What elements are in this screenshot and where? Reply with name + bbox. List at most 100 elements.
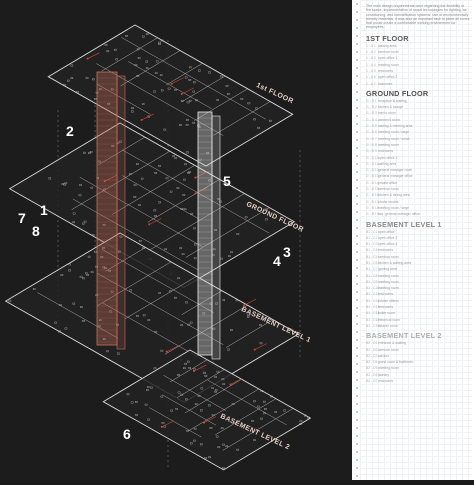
furniture-mark	[167, 87, 171, 90]
legend-item: B1 - C14 boiler room	[366, 310, 470, 316]
furniture-mark	[169, 190, 173, 193]
furniture-mark	[193, 227, 196, 230]
annotation-dot	[243, 304, 246, 307]
furniture-mark	[61, 183, 65, 185]
legend-item-code: B1 - C1	[366, 229, 378, 234]
furniture-mark	[72, 302, 76, 305]
furniture-mark	[184, 362, 187, 365]
legend-item-code: 1 - A 1	[366, 43, 376, 48]
wall-line	[207, 379, 287, 426]
legend-item-label: restrooms	[377, 305, 394, 310]
furniture-mark	[188, 66, 192, 69]
furniture-mark	[98, 319, 102, 322]
furniture-mark	[117, 250, 121, 253]
furniture-mark	[253, 118, 256, 121]
legend-item-code: G - B 4	[366, 117, 377, 122]
legend-item: B1 - C11 restrooms	[366, 291, 470, 297]
furniture-mark	[208, 456, 211, 459]
furniture-mark	[154, 172, 157, 174]
wall-line	[79, 176, 203, 247]
furniture-mark	[158, 292, 161, 294]
furniture-mark	[141, 35, 145, 38]
legend-item-code: 1 - A 2	[366, 50, 376, 55]
furniture-mark	[160, 395, 164, 398]
legend-item: G - B 6 meeting room / large	[366, 129, 470, 135]
legend-item-label: meeting room	[377, 286, 399, 291]
legend-item: G - B 7 meeting room / small	[366, 136, 470, 142]
wall-line	[194, 88, 248, 121]
furniture-mark	[146, 389, 149, 391]
legend-item-code: B2 - D6	[366, 372, 378, 377]
annotation-leader	[161, 420, 174, 428]
annotation-dot	[103, 180, 106, 183]
legend-item-label: meeting room / large	[377, 130, 410, 135]
furniture-mark	[197, 124, 200, 127]
annotation-dot	[140, 119, 143, 122]
furniture-mark	[230, 329, 233, 331]
legend-item-code: G - B 15	[366, 187, 379, 192]
furniture-mark	[59, 304, 62, 306]
legend-item-label: private office	[377, 180, 398, 185]
furniture-mark	[220, 257, 223, 260]
legend-item-code: B1 - C4	[366, 248, 378, 253]
legend-item-label: meeting room	[377, 62, 399, 67]
callout-4: 4	[273, 253, 281, 269]
furniture-mark	[193, 439, 196, 442]
legend-item-label: restrooms	[377, 292, 394, 297]
furniture-mark	[183, 367, 186, 370]
legend-item-code: 1 - A 6	[366, 75, 376, 80]
furniture-mark	[174, 296, 177, 299]
furniture-mark	[193, 257, 197, 260]
furniture-mark	[94, 250, 97, 253]
furniture-mark	[283, 409, 286, 412]
furniture-mark	[79, 184, 82, 186]
furniture-mark	[133, 184, 137, 186]
callout-1: 1	[40, 202, 48, 218]
annotation-leader	[195, 187, 208, 194]
legend-item-label: men's room	[377, 111, 396, 116]
legend-item-label: restrooms	[377, 379, 394, 384]
furniture-mark	[236, 448, 239, 451]
furniture-mark	[183, 178, 186, 181]
legend-item-label: general manager office	[377, 174, 413, 179]
annotation-dot	[194, 176, 197, 179]
legend-item-code: G - B 16	[366, 193, 379, 198]
wall-line	[124, 276, 197, 320]
furniture-mark	[160, 39, 164, 42]
legend-item-code: B1 - C13	[366, 305, 380, 310]
annotation-leader	[149, 218, 162, 225]
furniture-mark	[142, 247, 145, 249]
furniture-mark	[68, 263, 71, 266]
legend-item-code: B1 - C5	[366, 254, 378, 259]
furniture-mark	[222, 467, 225, 469]
wall-line	[97, 273, 224, 345]
furniture-mark	[265, 218, 268, 221]
furniture-mark	[153, 90, 156, 93]
furniture-mark	[220, 75, 223, 78]
furniture-mark	[186, 430, 189, 432]
legend-item-label: restrooms	[377, 248, 394, 253]
furniture-mark	[212, 248, 216, 251]
furniture-mark	[103, 338, 106, 341]
furniture-mark	[82, 222, 85, 225]
legend-item: B1 - C7 gaming area	[366, 266, 470, 272]
furniture-mark	[188, 367, 191, 369]
furniture-mark	[64, 182, 68, 185]
wall-line	[97, 261, 172, 306]
wall-line	[120, 50, 181, 87]
legend-item-code: B2 - D5	[366, 366, 378, 371]
legend-item-label: balconies	[377, 81, 393, 86]
legend-item: B2 - D4 guest room & bathroom	[366, 359, 470, 365]
wall-line	[96, 63, 224, 136]
furniture-mark	[186, 360, 190, 363]
furniture-mark	[115, 58, 118, 61]
furniture-mark	[270, 395, 273, 398]
legend-item: G - B 5 waiting & meeting area	[366, 123, 470, 129]
legend-item: G - B 4 women's room	[366, 117, 470, 123]
furniture-mark	[200, 409, 203, 412]
annotation-leader	[193, 364, 207, 372]
